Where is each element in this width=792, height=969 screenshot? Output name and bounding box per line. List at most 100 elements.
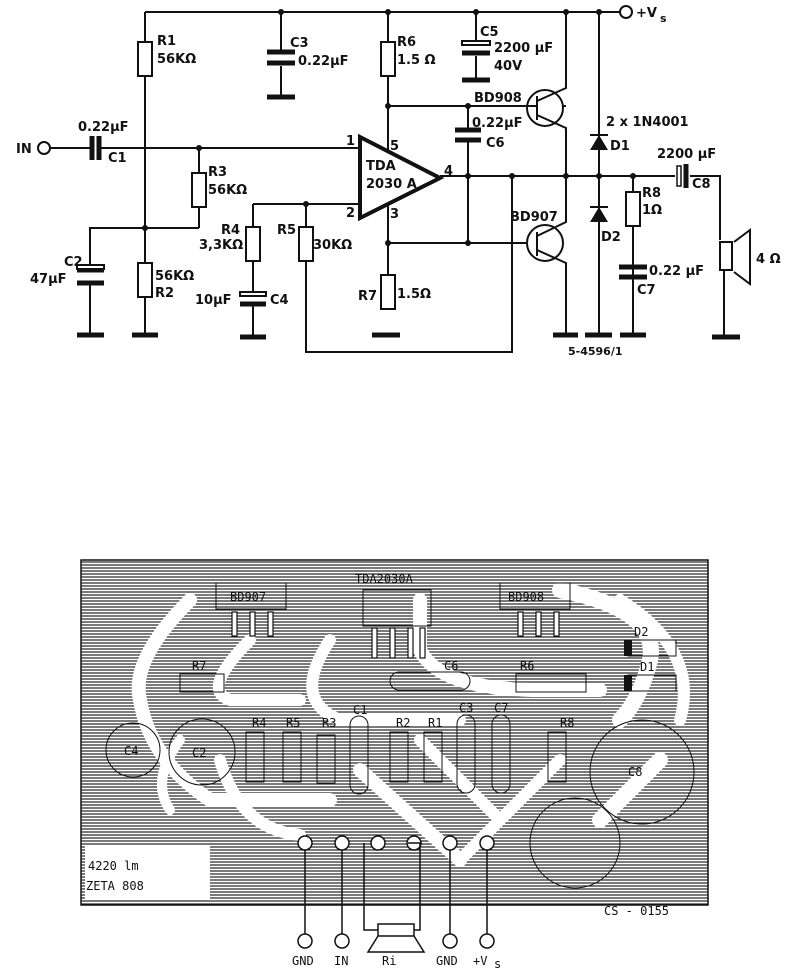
svg-text:+V: +V <box>473 954 487 968</box>
svg-text:4: 4 <box>444 164 453 179</box>
svg-text:R1: R1 <box>157 34 176 49</box>
ic-tda2030a <box>358 133 445 222</box>
svg-text:C3: C3 <box>459 701 473 715</box>
svg-text:1.5Ω: 1.5Ω <box>397 287 431 302</box>
resistor-r1 <box>137 41 153 77</box>
resistor-r6 <box>380 41 396 77</box>
diode-d1 <box>590 135 608 150</box>
svg-text:s: s <box>494 957 501 969</box>
pcb-layout: BD907 BD908 TDA2030A R7 C6 R6 D2 D1 C4 C… <box>80 559 709 969</box>
svg-text:1Ω: 1Ω <box>642 203 662 218</box>
svg-text:5: 5 <box>390 139 399 154</box>
svg-text:C1: C1 <box>353 703 367 717</box>
pcb-c4 <box>105 722 161 778</box>
svg-text:C2: C2 <box>192 746 206 760</box>
svg-text:0.22 µF: 0.22 µF <box>649 264 704 279</box>
svg-text:10µF: 10µF <box>195 293 232 308</box>
svg-text:IN: IN <box>16 142 32 157</box>
svg-text:C6: C6 <box>486 136 505 151</box>
svg-text:R3: R3 <box>322 716 336 730</box>
pcb-r5 <box>282 731 302 783</box>
svg-text:GND: GND <box>292 954 314 968</box>
transistor-bd907 <box>526 224 564 262</box>
svg-text:R4: R4 <box>221 223 240 238</box>
terminal-vs[interactable] <box>479 933 495 949</box>
svg-text:2 x 1N4001: 2 x 1N4001 <box>606 115 689 130</box>
svg-text:R4: R4 <box>252 716 266 730</box>
svg-text:BD908: BD908 <box>474 91 522 106</box>
svg-text:56KΩ: 56KΩ <box>157 52 196 67</box>
svg-text:47µF: 47µF <box>30 272 67 287</box>
pcb-bd907 <box>215 582 287 610</box>
svg-text:R6: R6 <box>520 659 534 673</box>
svg-text:s: s <box>660 12 667 25</box>
diode-d2 <box>590 207 608 222</box>
pcb-r6 <box>515 673 587 693</box>
pcb-c1 <box>349 715 369 795</box>
speaker-ri <box>377 923 415 937</box>
pcb-c8 <box>589 719 695 825</box>
svg-text:C7: C7 <box>637 283 656 298</box>
terminal-gnd-1[interactable] <box>297 933 313 949</box>
svg-text:R8: R8 <box>642 186 661 201</box>
speaker <box>719 241 733 271</box>
svg-text:C8: C8 <box>692 177 711 192</box>
svg-text:D1: D1 <box>640 660 654 674</box>
svg-text:C4: C4 <box>270 293 289 308</box>
terminal-in[interactable] <box>334 933 350 949</box>
pcb-r2 <box>389 731 409 783</box>
svg-text:C8: C8 <box>628 765 642 779</box>
svg-text:0.22µF: 0.22µF <box>78 120 129 135</box>
svg-text:IN: IN <box>334 954 348 968</box>
svg-text:R2: R2 <box>155 286 174 301</box>
svg-text:2200 µF: 2200 µF <box>494 41 553 56</box>
svg-text:C5: C5 <box>480 25 499 40</box>
svg-text:BD907: BD907 <box>510 210 558 225</box>
svg-text:D2: D2 <box>601 230 621 245</box>
svg-text:2200 µF: 2200 µF <box>657 147 716 162</box>
svg-text:R7: R7 <box>358 289 377 304</box>
supply-terminal[interactable] <box>619 5 633 19</box>
svg-text:R1: R1 <box>428 716 442 730</box>
svg-text:D1: D1 <box>610 139 630 154</box>
svg-text:2: 2 <box>346 206 355 221</box>
svg-text:C3: C3 <box>290 36 309 51</box>
svg-text:R5: R5 <box>277 223 296 238</box>
pcb-r7 <box>179 673 225 693</box>
svg-text:R7: R7 <box>192 659 206 673</box>
svg-text:4 Ω: 4 Ω <box>756 252 781 267</box>
pcb-r4 <box>245 731 265 783</box>
svg-text:0.22µF: 0.22µF <box>298 54 349 69</box>
svg-text:R3: R3 <box>208 165 227 180</box>
svg-text:56KΩ: 56KΩ <box>155 269 194 284</box>
svg-text:R5: R5 <box>286 716 300 730</box>
svg-text:ZETA 808: ZETA 808 <box>86 879 144 893</box>
pcb-r1 <box>423 731 443 783</box>
svg-text:D2: D2 <box>634 625 648 639</box>
svg-text:2030 A: 2030 A <box>366 177 417 192</box>
svg-text:1.5 Ω: 1.5 Ω <box>397 53 436 68</box>
input-terminal[interactable] <box>37 141 51 155</box>
svg-text:3,3KΩ: 3,3KΩ <box>199 238 243 253</box>
svg-text:R2: R2 <box>396 716 410 730</box>
pcb-c2 <box>168 718 236 786</box>
svg-text:BD907: BD907 <box>230 590 266 604</box>
pcb-c7 <box>491 714 511 794</box>
svg-text:C7: C7 <box>494 701 508 715</box>
pcb-c3 <box>456 714 476 794</box>
svg-text:0.22µF: 0.22µF <box>472 116 523 131</box>
svg-text:40V: 40V <box>494 59 522 74</box>
pcb-code: CS - 0155 <box>604 904 669 918</box>
pcb-r3 <box>316 734 336 784</box>
schematic: +V s R1 56KΩ C3 0.22µF R6 1.5 Ω C5 2200 … <box>16 5 781 358</box>
pcb-bd908 <box>499 582 571 610</box>
svg-text:3: 3 <box>390 207 399 222</box>
svg-text:56KΩ: 56KΩ <box>208 183 247 198</box>
svg-text:30KΩ: 30KΩ <box>313 238 352 253</box>
svg-text:BD908: BD908 <box>508 590 544 604</box>
svg-text:C2: C2 <box>64 255 83 270</box>
svg-text:4220 lm: 4220 lm <box>88 859 139 873</box>
svg-text:C4: C4 <box>124 744 138 758</box>
terminal-gnd-2[interactable] <box>442 933 458 949</box>
transistor-bd908 <box>526 89 564 127</box>
